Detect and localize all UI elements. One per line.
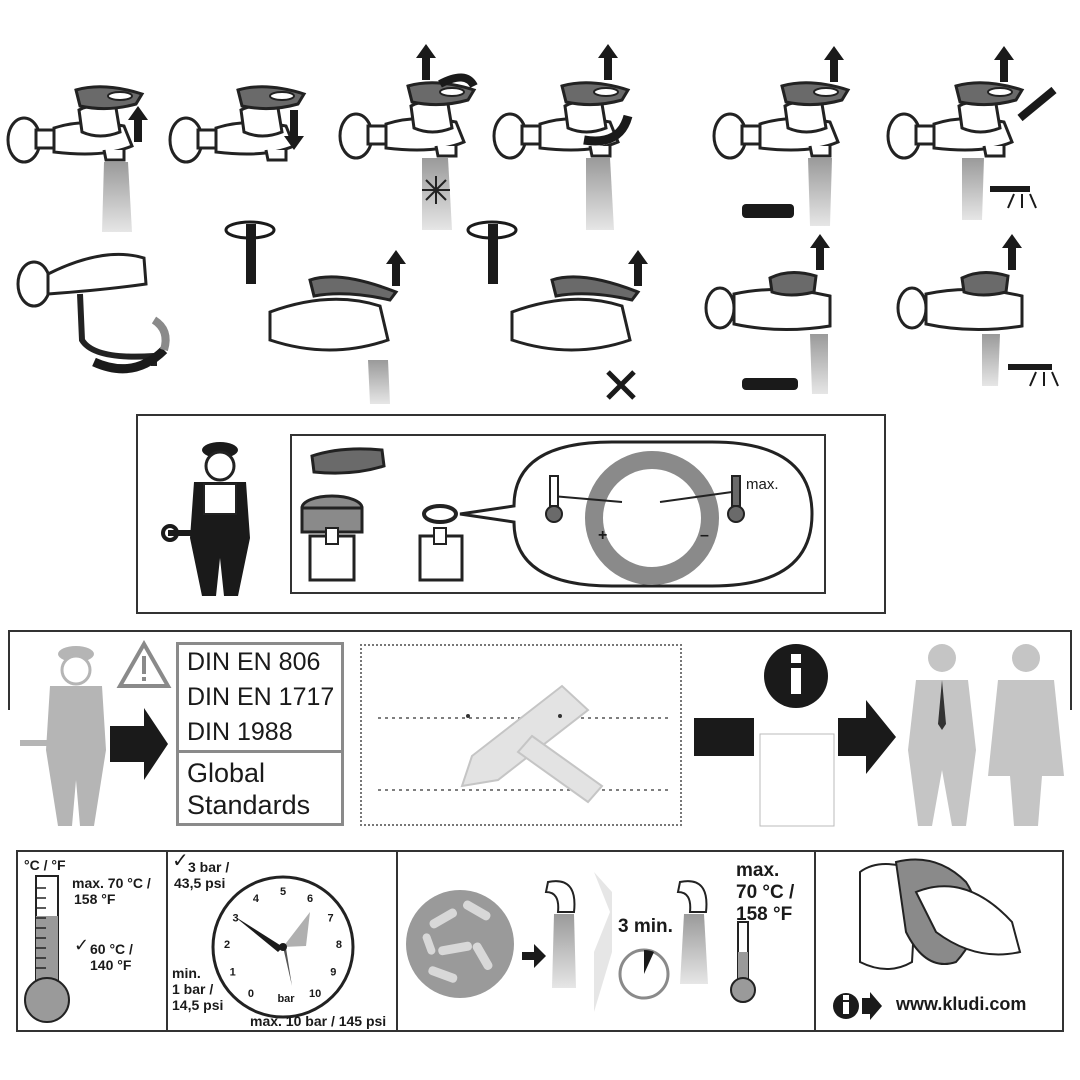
thermometer-icon [24,875,70,1023]
temp-max-line2: 158 °F [74,891,116,907]
swivel-spout-diagram [16,252,170,374]
standard-din-en-1717: DIN EN 1717 [187,683,335,711]
checkmark-icon: ✓ [74,935,90,955]
gauge-label-5: 5 [280,886,286,898]
tap-shower-diagram [886,46,1057,220]
tap-cold-diagram [338,44,478,230]
care-panel: www.kludi.com [816,852,1062,1030]
snowflake-icon [422,176,450,204]
installation-pencil-sketch [378,684,668,804]
global-standards-line1: Global [187,758,266,788]
gauge-label-1: 1 [230,967,236,979]
gauge-label-8: 8 [336,939,342,951]
svg-text:+: + [598,527,607,544]
pressure-max-text: max. 10 bar / 145 psi [250,1013,387,1029]
tap-lever-down-diagram [168,85,306,164]
gauge-label-3: 3 [232,912,238,924]
flush-duration: 3 min. [618,916,673,937]
documentation-flow [694,644,1064,827]
pressure-min-line3: 14,5 psi [172,997,224,1013]
wrench-icon [161,524,208,542]
max-temperature-label: max. [746,476,779,493]
standards-divider [179,750,341,753]
pressure-rec-line1: 3 bar / [188,859,230,875]
pressure-gauge: 01 2 3 4 5 6 7 8 9 10 bar [211,875,355,1019]
diverter-shower-diagram [896,234,1059,387]
temp-units: °C / °F [24,857,66,873]
flush-max-line2: 70 °C / [736,882,795,903]
gauge-label-4: 4 [253,893,260,905]
screwdriver-adjust-diagram [224,220,406,404]
diverter-bath-diagram [704,234,832,394]
tap-bath-diagram [712,46,850,226]
gauge-label-10: 10 [309,988,321,1000]
tap-lever-up-diagram [6,85,148,232]
warning-icon [116,640,172,688]
flush-max-line1: max. [736,860,780,881]
cartridge-diagram: + – [300,440,814,588]
standards-band-frame [8,630,1072,710]
svg-text:–: – [700,527,709,544]
gauge-label-7: 7 [327,912,333,924]
info-icon [833,993,859,1019]
standard-din-en-806: DIN EN 806 [187,648,321,676]
standards-list: DIN EN 806 DIN EN 1717 DIN 1988 Global S… [176,642,344,826]
flush-panel: 3 min. max. 70 °C / 158 °F [398,852,816,1030]
website-link[interactable]: www.kludi.com [896,994,1027,1014]
checkmark-icon: ✓ [172,850,189,872]
standard-din-1988: DIN 1988 [187,718,293,746]
tap-hot-diagram [492,44,633,230]
info-icon [764,644,828,708]
pressure-unit: bar [277,993,295,1005]
temperature-limit-panel: + – max. [136,414,886,614]
gauge-label-2: 2 [224,939,230,951]
installer-figure [161,442,250,596]
notes-dotted-box [360,644,682,826]
gauge-label-6: 6 [307,893,313,905]
temp-rec-line1: 60 °C / [90,941,133,957]
pressure-min-line2: 1 bar / [172,981,214,997]
manual-document [759,733,835,827]
temp-max-line1: max. 70 °C / [72,875,151,891]
pressure-min-line1: min. [172,965,201,981]
gauge-label-0: 0 [248,988,254,1000]
temp-rec-line2: 140 °F [90,957,132,973]
pressure-rec-line2: 43,5 psi [174,875,226,891]
cleaning-cloth-diagram [833,858,1022,1020]
operation-diagrams [6,44,1059,404]
gauge-label-9: 9 [330,967,336,979]
installer-gray-figure [20,646,168,826]
screwdriver-wrong-diagram [466,220,648,400]
flush-diagram [406,872,756,1012]
cartridge-detail-box: + – max. [290,434,826,594]
flush-max-line3: 158 °F [736,904,793,925]
screwdriver-icon [246,224,256,284]
thermometer-panel: °C / °F max. 70 °C / 158 °F ✓ 60 °C / 14… [18,852,168,1030]
global-standards-line2: Standards [187,790,311,820]
